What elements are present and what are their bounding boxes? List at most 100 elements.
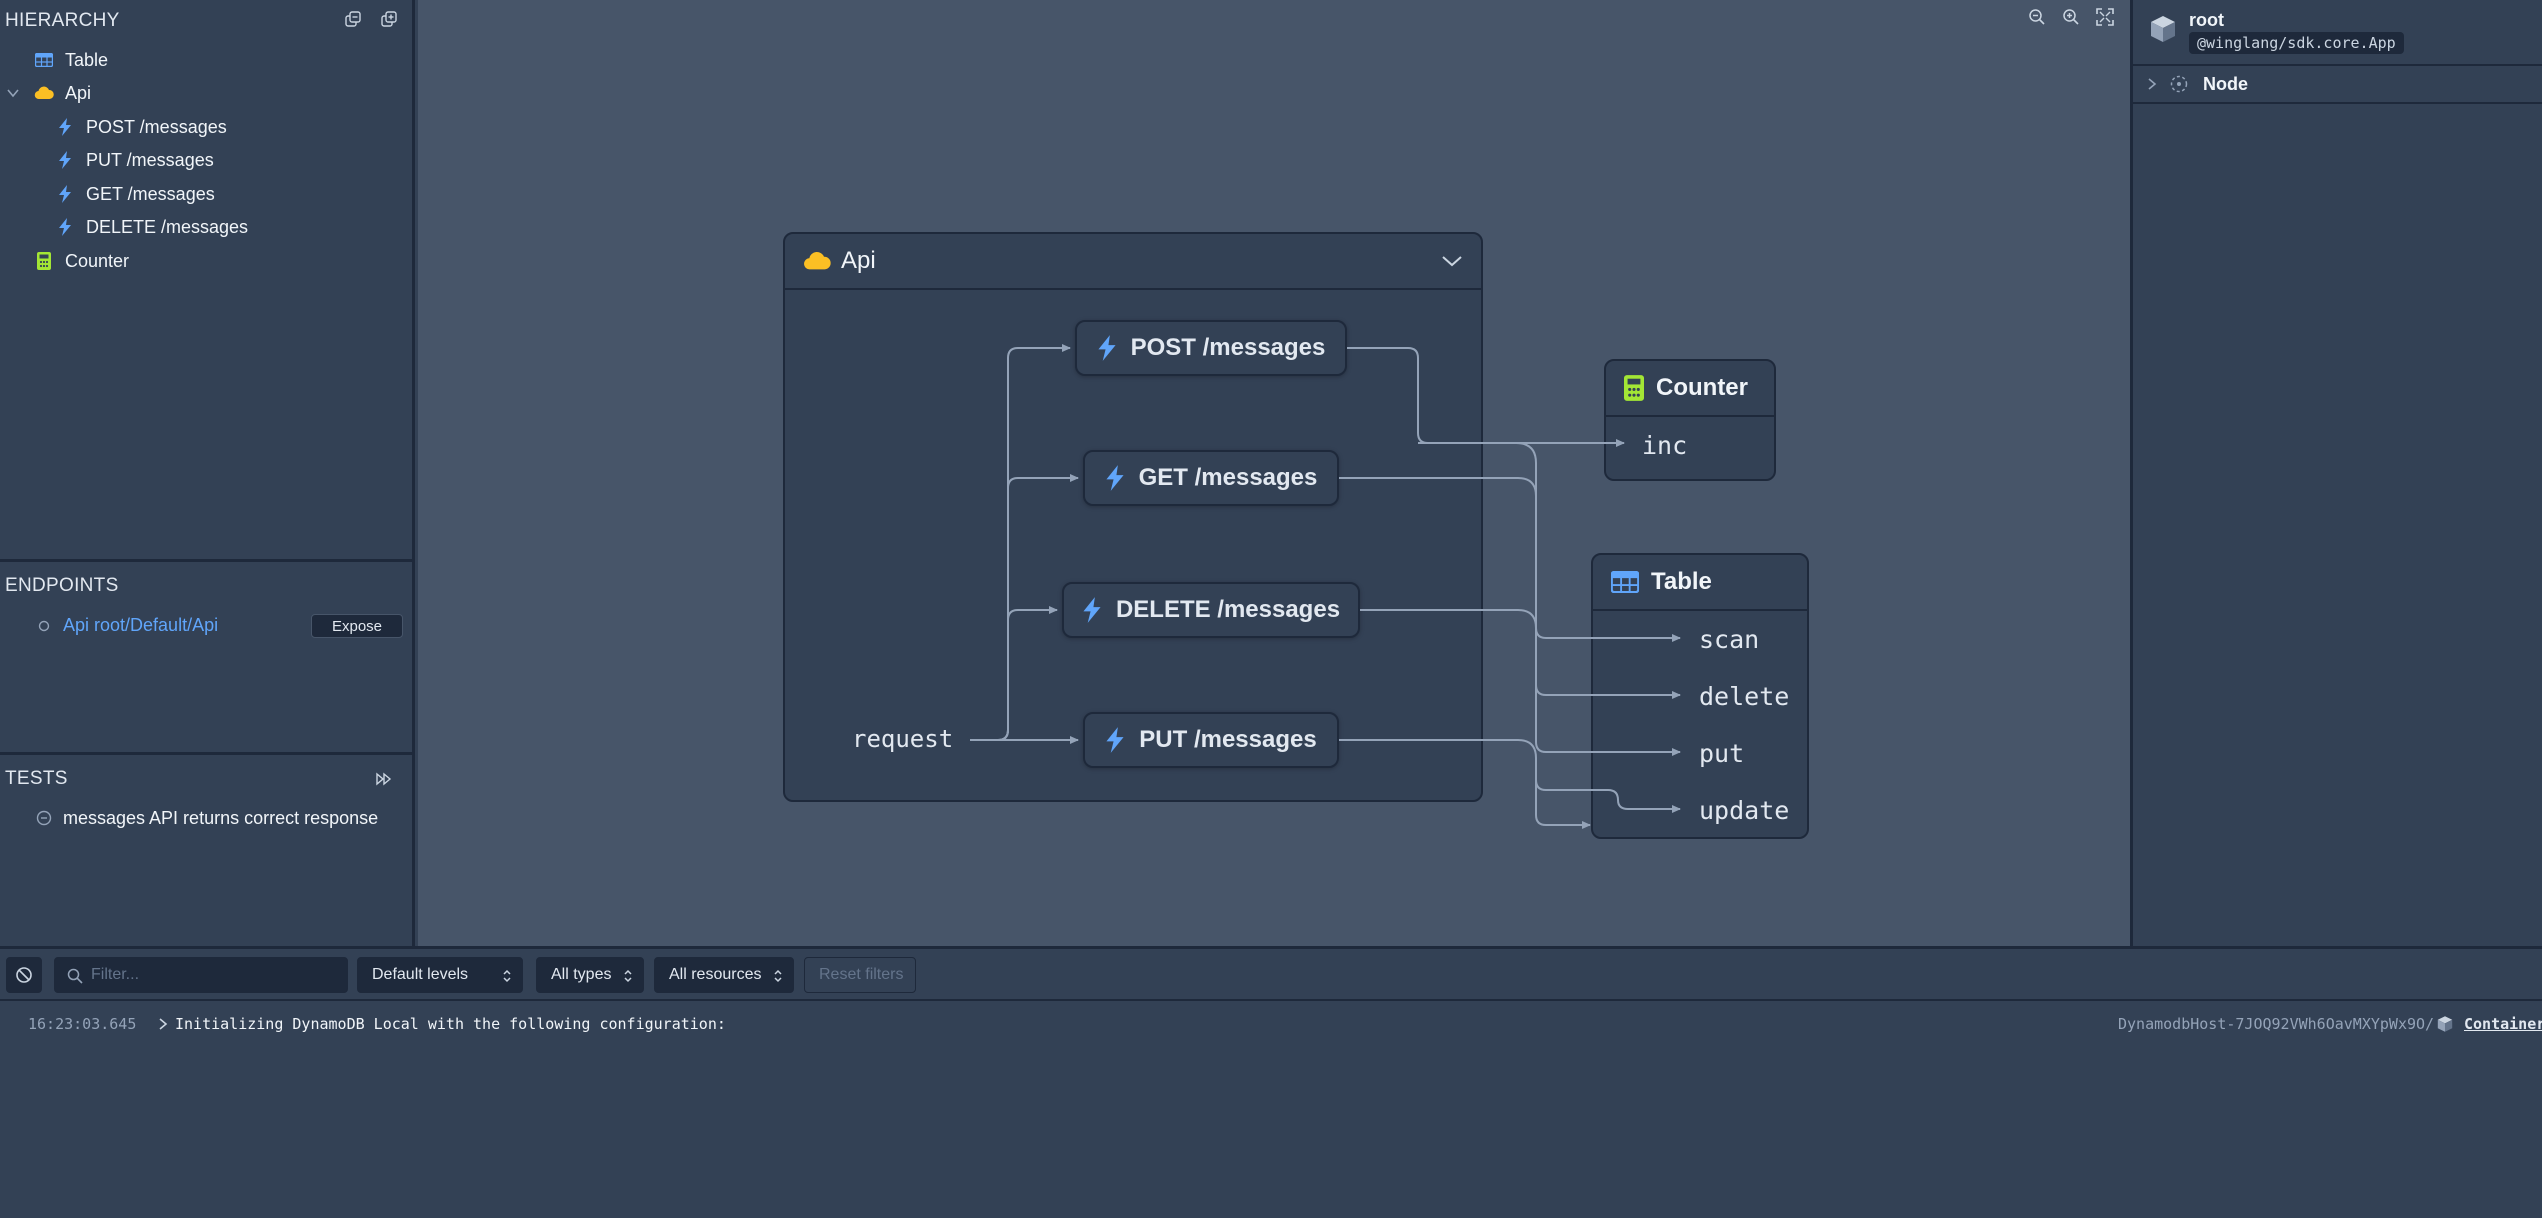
log-row[interactable]: 16:23:03.645 Initializing DynamoDB Local… [0, 1005, 2542, 1039]
table-icon [1611, 571, 1639, 593]
inspector-node-label: Node [2203, 73, 2248, 94]
hierarchy-section: HIERARCHY Table Api POST /messages [0, 0, 412, 562]
tree-item-post-messages[interactable]: POST /messages [55, 112, 227, 142]
inspector-panel: root @winglang/sdk.core.App Node [2130, 0, 2542, 946]
tests-section: TESTS messages API returns correct respo… [0, 758, 412, 946]
resources-select[interactable]: All resources [654, 957, 794, 993]
endpoint-node-label: POST /messages [1130, 334, 1326, 361]
log-timestamp: 16:23:03.645 [28, 1015, 137, 1033]
port-put: put [1699, 739, 1745, 768]
api-node-title: Api [841, 247, 876, 274]
table-node-header: Table [1593, 555, 1807, 611]
tree-item-label: GET /messages [86, 183, 215, 204]
bolt-icon [55, 217, 75, 237]
bolt-icon [1105, 727, 1125, 753]
ban-icon [16, 967, 32, 983]
tree-item-delete-messages[interactable]: DELETE /messages [55, 212, 248, 242]
console-panel: Filter... Default levels All types All r… [0, 946, 2542, 1218]
chevron-right-icon [2148, 78, 2157, 90]
tree-item-get-messages[interactable]: GET /messages [55, 179, 215, 209]
table-node[interactable]: Table scan delete put update [1591, 553, 1809, 839]
zoom-in-icon[interactable] [2062, 8, 2080, 26]
counter-node-header: Counter [1606, 361, 1774, 417]
updown-caret-icon [624, 969, 632, 983]
tree-item-table[interactable]: Table [34, 45, 108, 75]
tree-item-label: Counter [65, 250, 130, 271]
chevron-down-icon[interactable] [1441, 254, 1463, 268]
chevron-right-icon[interactable] [158, 1017, 168, 1031]
endpoint-node-label: GET /messages [1138, 464, 1318, 491]
types-select[interactable]: All types [536, 957, 644, 993]
counter-node[interactable]: Counter inc [1604, 359, 1776, 481]
port-delete: delete [1699, 682, 1790, 711]
bolt-icon [55, 117, 75, 137]
updown-caret-icon [503, 969, 511, 983]
test-item-label[interactable]: messages API returns correct response [63, 808, 379, 828]
tree-item-put-messages[interactable]: PUT /messages [55, 145, 214, 175]
map-canvas[interactable]: Api request POST /messages GET /messages… [418, 0, 2130, 946]
hierarchy-title: HIERARCHY [5, 10, 120, 31]
endpoint-node-put[interactable]: PUT /messages [1083, 712, 1339, 768]
search-icon [67, 968, 83, 984]
tree-item-label: PUT /messages [86, 149, 214, 170]
inspector-type-badge: @winglang/sdk.core.App [2189, 32, 2404, 54]
cube-icon [2437, 1016, 2453, 1032]
tree-item-counter[interactable]: Counter [34, 246, 129, 276]
counter-node-title: Counter [1656, 374, 1748, 401]
node-icon [2170, 75, 2188, 93]
expand-all-icon[interactable] [380, 10, 398, 28]
zoom-out-icon[interactable] [2028, 8, 2046, 26]
run-all-tests-icon[interactable] [376, 770, 394, 788]
bolt-icon [1105, 465, 1125, 491]
status-circle-icon [38, 620, 50, 632]
tree-item-label: Api [65, 82, 92, 103]
endpoint-node-post[interactable]: POST /messages [1075, 320, 1347, 376]
bolt-icon [1082, 597, 1102, 623]
port-scan: scan [1699, 625, 1760, 654]
levels-select-value: Default levels [372, 966, 469, 983]
endpoints-section: ENDPOINTS Api root/Default/Api Expose [0, 565, 412, 755]
log-filter-input[interactable]: Filter... [54, 957, 348, 993]
cloud-icon [34, 83, 54, 103]
test-pending-icon [36, 810, 52, 826]
table-icon [34, 50, 54, 70]
tree-item-label: DELETE /messages [86, 216, 249, 237]
chevron-down-icon[interactable] [6, 86, 20, 100]
log-source: DynamodbHost-7JOQ92VWh6OavMXYpWx9O/ [2118, 1015, 2435, 1033]
endpoint-node-label: PUT /messages [1139, 726, 1317, 753]
updown-caret-icon [774, 969, 782, 983]
inspector-title: root [2189, 10, 2224, 30]
endpoint-node-label: DELETE /messages [1115, 596, 1341, 623]
port-inc: inc [1642, 431, 1688, 460]
calculator-icon [1624, 375, 1644, 401]
cloud-icon [803, 251, 831, 271]
inspector-node-section[interactable]: Node [2133, 64, 2542, 104]
endpoint-node-get[interactable]: GET /messages [1083, 450, 1339, 506]
types-select-value: All types [551, 966, 612, 983]
tests-title: TESTS [5, 768, 68, 789]
tree-item-label: POST /messages [86, 116, 227, 137]
clear-logs-button[interactable] [6, 957, 42, 993]
console-toolbar: Filter... Default levels All types All r… [0, 949, 2542, 1001]
bolt-icon [55, 184, 75, 204]
collapse-all-icon[interactable] [344, 10, 362, 28]
endpoint-link[interactable]: Api root/Default/Api [63, 615, 219, 635]
fit-view-icon[interactable] [2096, 8, 2114, 26]
cube-icon [2151, 16, 2175, 42]
log-resource-link[interactable]: Container [2464, 1015, 2542, 1033]
resources-select-value: All resources [669, 966, 762, 983]
expose-button[interactable]: Expose [311, 614, 403, 638]
tree-item-api[interactable]: Api [34, 78, 91, 108]
endpoint-node-delete[interactable]: DELETE /messages [1062, 582, 1360, 638]
calculator-icon [34, 251, 54, 271]
levels-select[interactable]: Default levels [357, 957, 523, 993]
api-node-header: Api [785, 234, 1481, 290]
endpoints-title: ENDPOINTS [5, 575, 119, 596]
tree-item-label: Table [65, 49, 109, 70]
log-message: Initializing DynamoDB Local with the fol… [175, 1015, 726, 1033]
reset-filters-button[interactable]: Reset filters [804, 957, 916, 993]
port-update: update [1699, 796, 1790, 825]
log-filter-placeholder: Filter... [91, 966, 140, 983]
bolt-icon [1097, 335, 1117, 361]
table-node-title: Table [1651, 568, 1712, 595]
